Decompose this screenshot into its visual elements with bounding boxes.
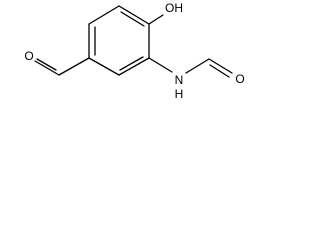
bond-nitrogen-to-formyl-carbon [185, 58, 210, 74]
bond-ring-to-aldehyde-carbon [58, 57, 90, 76]
ring-bond-c1-c2 [118, 5, 150, 25]
aldehyde-double-bond-inner [36, 58, 57, 71]
benzene-ring [88, 5, 150, 76]
ring-double-bond-top [120, 11, 145, 27]
bond-ring-to-hydroxyl [148, 14, 164, 25]
formyl-double-bond-inner [209, 64, 230, 78]
aldehyde-double-bond-outer [34, 60, 60, 76]
ring-bond-c3-c4 [118, 57, 150, 76]
formyl-double-bond-outer [208, 58, 233, 74]
bond-ring-to-nitrogen [148, 57, 173, 73]
ring-bond-c6-c1 [88, 5, 120, 25]
amide-hydrogen-label: H [175, 87, 184, 101]
formyl-oxygen-label: O [235, 72, 244, 86]
ring-bond-c4-c5 [88, 57, 120, 76]
chemical-structure-diagram: OH O N H O [24, 1, 244, 101]
amide-nitrogen-label: N [175, 73, 184, 87]
aldehyde-oxygen-label: O [24, 49, 33, 63]
ring-double-bond-bottom [119, 56, 144, 71]
hydroxyl-label: OH [165, 1, 183, 15]
